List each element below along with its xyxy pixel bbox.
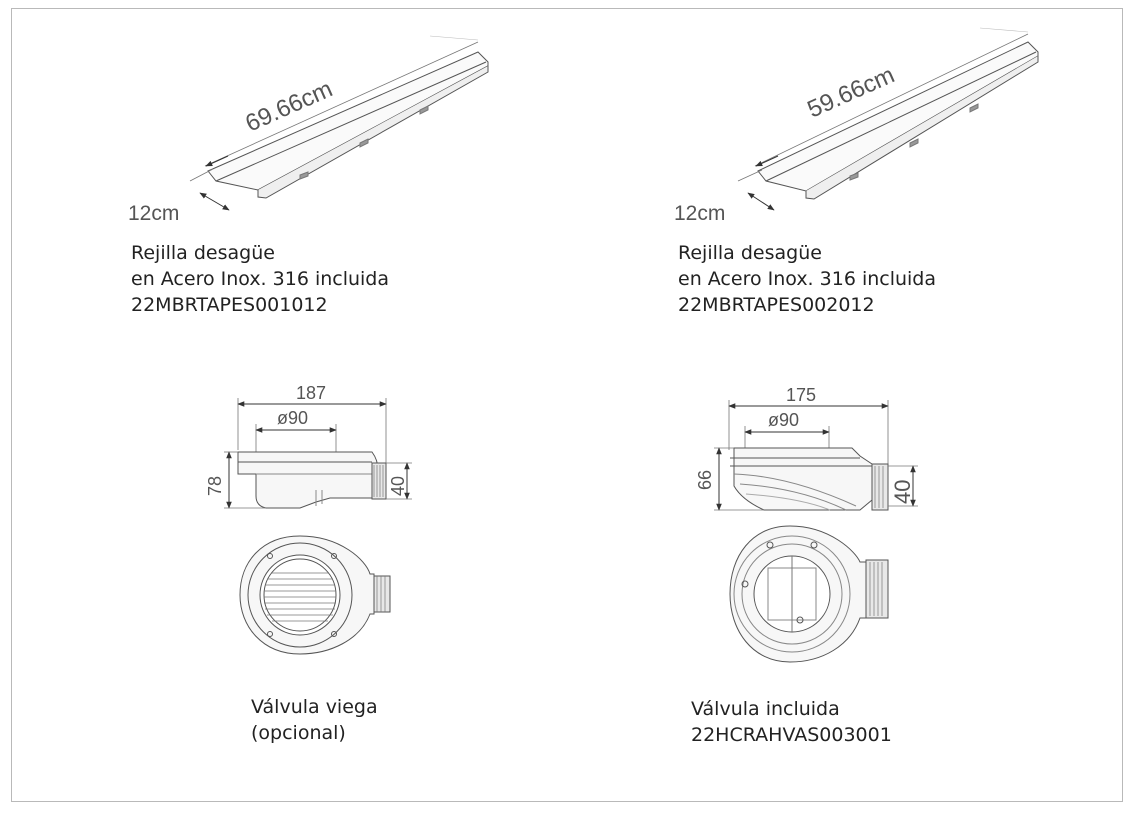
- valve-left-caption: Válvula viega (opcional): [251, 694, 378, 746]
- grate-right-plate: [757, 41, 1039, 192]
- caption-line: en Acero Inox. 316 incluida: [131, 268, 390, 290]
- valve-left-height-label: 78: [205, 476, 225, 496]
- valve-left-side-view: [224, 398, 412, 509]
- caption-line: Válvula viega: [251, 696, 378, 718]
- valve-left-outlet-label: 40: [388, 476, 408, 496]
- grate-left-caption: Rejilla desagüe en Acero Inox. 316 inclu…: [131, 240, 389, 318]
- caption-line: 22MBRTAPES002012: [678, 294, 875, 316]
- valve-right-height-label: 66: [695, 470, 715, 490]
- grate-right-caption: Rejilla desagüe en Acero Inox. 316 inclu…: [678, 240, 936, 318]
- diagram-frame: [11, 8, 1123, 802]
- grate-right-drawing: [737, 27, 1039, 211]
- valve-left-top-view: [239, 535, 391, 655]
- caption-line: 22MBRTAPES001012: [131, 294, 328, 316]
- caption-line: 22HCRAHVAS003001: [691, 724, 892, 746]
- grate-right-width-label: 12cm: [674, 202, 725, 225]
- caption-line: en Acero Inox. 316 incluida: [678, 268, 937, 290]
- caption-line: Rejilla desagüe: [678, 242, 822, 264]
- valve-right-width-label: 175: [786, 385, 816, 405]
- valve-right-outlet-label: 40: [890, 480, 915, 504]
- caption-line: Válvula incluida: [691, 698, 840, 720]
- valve-right-side-view: [714, 400, 918, 511]
- valve-right-top-view: [729, 525, 889, 663]
- grate-left-drawing: [189, 35, 489, 211]
- valve-left-width-label: 187: [296, 383, 326, 403]
- caption-line: (opcional): [251, 722, 346, 744]
- valve-right-caption: Válvula incluida 22HCRAHVAS003001: [691, 696, 892, 748]
- grate-left-width-label: 12cm: [128, 202, 179, 225]
- caption-line: Rejilla desagüe: [131, 242, 275, 264]
- valve-right-diameter-label: ø90: [768, 410, 799, 430]
- valve-left-diameter-label: ø90: [277, 408, 308, 428]
